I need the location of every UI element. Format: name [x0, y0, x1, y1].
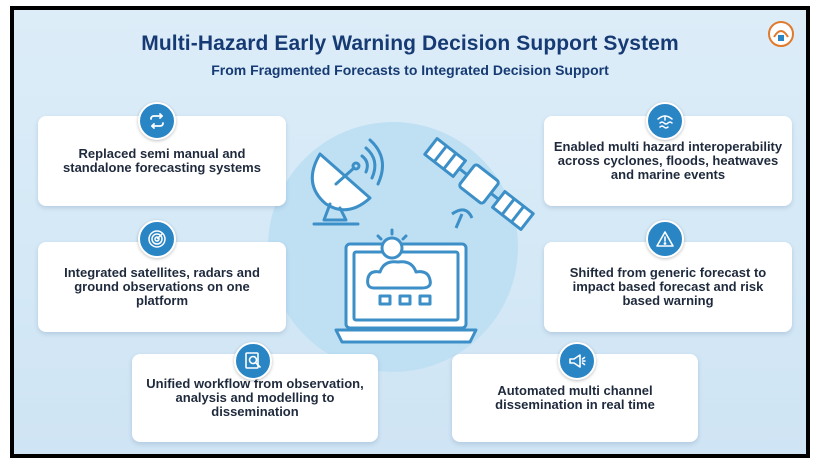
- card-text: Unified workflow from observation, analy…: [146, 376, 364, 419]
- card-impact-based-forecast: Shifted from generic forecast to impact …: [544, 242, 792, 332]
- card-text: Replaced semi manual and standalone fore…: [63, 146, 261, 175]
- radar-icon: [138, 220, 176, 258]
- infographic-panel: Multi-Hazard Early Warning Decision Supp…: [14, 10, 806, 454]
- search-document-icon: [234, 342, 272, 380]
- multi-hazard-icon: [646, 102, 684, 140]
- laptop-weather-icon: [334, 228, 478, 344]
- card-text: Automated multi channel dissemination in…: [495, 383, 655, 412]
- logo-icon: [768, 21, 794, 47]
- card-replaced-systems: Replaced semi manual and standalone fore…: [38, 116, 286, 206]
- card-text: Shifted from generic forecast to impact …: [569, 265, 767, 308]
- image-frame: Multi-Hazard Early Warning Decision Supp…: [10, 6, 810, 458]
- page-title: Multi-Hazard Early Warning Decision Supp…: [141, 32, 679, 55]
- card-unified-workflow: Unified workflow from observation, analy…: [132, 354, 378, 442]
- warning-icon: [646, 220, 684, 258]
- satellite-dish-icon: [310, 138, 384, 226]
- refresh-icon: [138, 102, 176, 140]
- megaphone-icon: [558, 342, 596, 380]
- card-text: Enabled multi hazard interoperability ac…: [553, 139, 783, 182]
- card-text: Integrated satellites, radars and ground…: [64, 265, 260, 308]
- satellite-icon: [423, 137, 535, 231]
- page-subtitle: From Fragmented Forecasts to Integrated …: [211, 62, 609, 78]
